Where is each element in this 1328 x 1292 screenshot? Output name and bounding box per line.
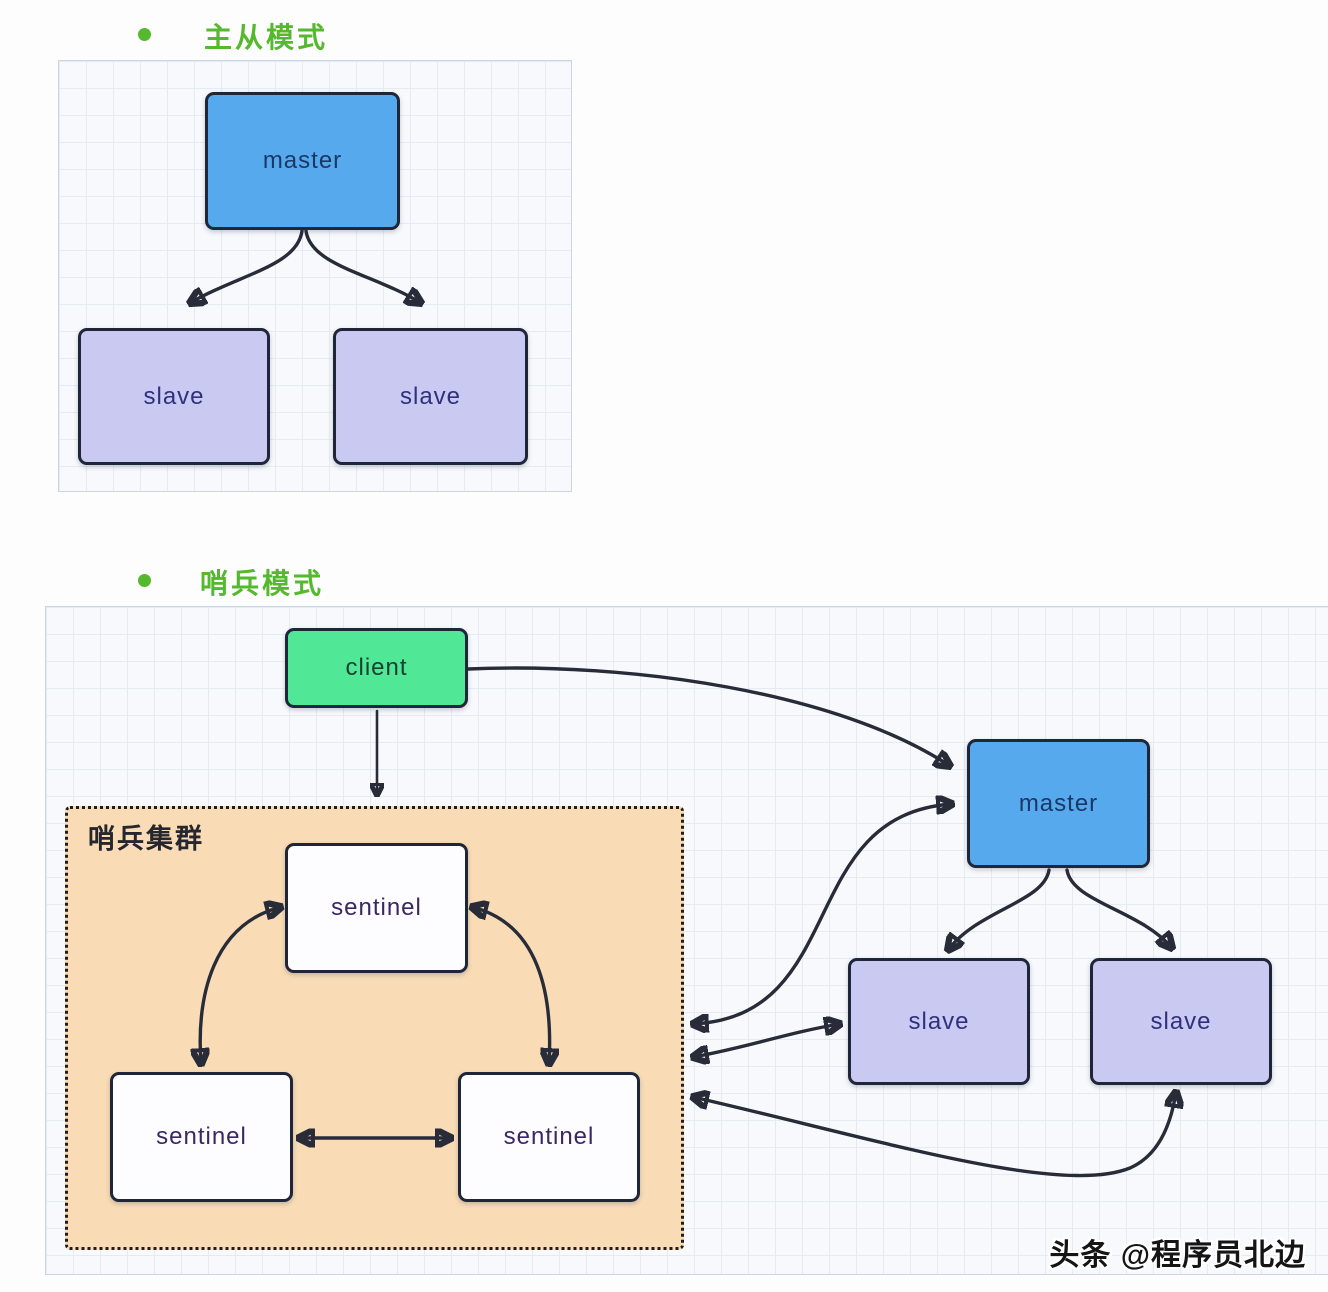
client-node: client xyxy=(285,628,468,708)
master-node: master xyxy=(205,92,400,230)
bullet-icon xyxy=(138,28,151,41)
section-title-sentinel: 哨兵模式 xyxy=(200,568,325,599)
arrow-smaster-to-slave-right xyxy=(1065,868,1172,948)
arrow-cluster-slave-left xyxy=(693,1024,840,1057)
arrow-sentinel-top-left xyxy=(200,907,281,1064)
watermark-text: 头条 @程序员北边 xyxy=(1049,1239,1306,1272)
arrow-cluster-master xyxy=(693,804,952,1024)
master-node: master xyxy=(967,739,1150,868)
slave-node: slave xyxy=(1090,958,1272,1085)
slave-node: slave xyxy=(78,328,270,465)
arrow-smaster-to-slave-left xyxy=(948,868,1051,950)
slave-node: slave xyxy=(333,328,528,465)
section-title-master-slave: 主从模式 xyxy=(204,22,329,53)
arrow-sentinel-top-right xyxy=(472,907,550,1064)
sentinel-node: sentinel xyxy=(458,1072,640,1202)
arrow-client-to-master xyxy=(466,666,950,766)
sentinel-node: sentinel xyxy=(110,1072,293,1202)
arrow-msmaster-to-slave-right xyxy=(304,229,421,303)
slave-node: slave xyxy=(848,958,1030,1085)
sentinel-cluster-label: 哨兵集群 xyxy=(88,824,204,854)
arrow-cluster-slave-right xyxy=(693,1092,1176,1178)
bullet-icon xyxy=(138,574,151,587)
sentinel-node: sentinel xyxy=(285,843,468,973)
arrow-msmaster-to-slave-left xyxy=(190,229,304,303)
